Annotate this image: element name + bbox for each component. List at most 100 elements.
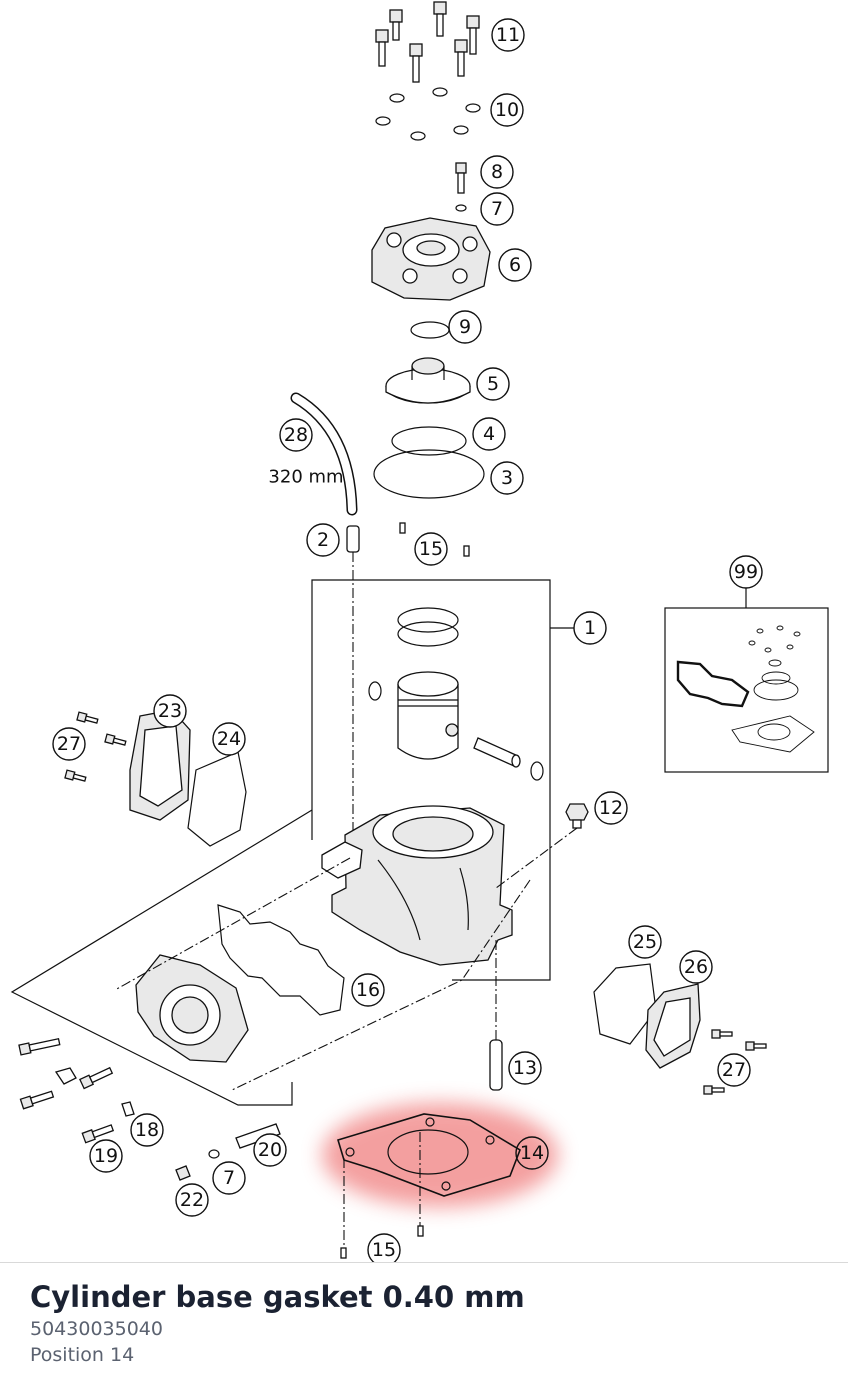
seal-ring-large[interactable] bbox=[373, 449, 485, 499]
exploded-parts-diagram: 320 mm 11 10 8 7 6 9 5 4 3 28 2 15 1 99 … bbox=[10, 1, 829, 1262]
svg-text:26: 26 bbox=[684, 956, 708, 978]
part-position: Position 14 bbox=[30, 1344, 135, 1366]
divider bbox=[0, 1262, 848, 1263]
callout-9[interactable]: 9 bbox=[448, 310, 482, 344]
svg-text:7: 7 bbox=[491, 198, 503, 220]
callout-6[interactable]: 6 bbox=[498, 248, 532, 282]
svg-text:2: 2 bbox=[317, 529, 329, 551]
gasket-kit-box[interactable] bbox=[664, 586, 829, 773]
svg-text:16: 16 bbox=[356, 979, 380, 1001]
circlip[interactable] bbox=[530, 761, 544, 781]
dowel-pin[interactable] bbox=[399, 522, 406, 534]
callout-7[interactable]: 7 bbox=[480, 192, 514, 226]
hose-fitting[interactable] bbox=[175, 1123, 281, 1181]
svg-text:27: 27 bbox=[722, 1059, 746, 1081]
svg-text:24: 24 bbox=[217, 728, 241, 750]
callout-19[interactable]: 19 bbox=[89, 1139, 123, 1173]
callout-20[interactable]: 20 bbox=[253, 1133, 287, 1167]
svg-text:5: 5 bbox=[487, 373, 499, 395]
cover-screws-right[interactable] bbox=[703, 1029, 767, 1095]
callout-22[interactable]: 22 bbox=[175, 1183, 209, 1217]
callout-12[interactable]: 12 bbox=[594, 791, 628, 825]
svg-text:1: 1 bbox=[584, 617, 596, 639]
callout-26[interactable]: 26 bbox=[679, 950, 713, 984]
washers[interactable] bbox=[375, 87, 481, 141]
callout-11[interactable]: 11 bbox=[491, 18, 525, 52]
callout-4[interactable]: 4 bbox=[472, 417, 506, 451]
svg-text:14: 14 bbox=[520, 1142, 544, 1164]
svg-text:13: 13 bbox=[513, 1057, 537, 1079]
svg-text:9: 9 bbox=[459, 316, 471, 338]
callout-7b[interactable]: 7 bbox=[212, 1161, 246, 1195]
callout-5[interactable]: 5 bbox=[476, 367, 510, 401]
piston-ring[interactable] bbox=[397, 621, 459, 647]
svg-text:12: 12 bbox=[599, 797, 623, 819]
svg-text:8: 8 bbox=[491, 161, 503, 183]
svg-text:18: 18 bbox=[135, 1119, 159, 1141]
head-screw[interactable] bbox=[455, 162, 467, 212]
svg-text:99: 99 bbox=[734, 561, 758, 583]
head-insert[interactable] bbox=[385, 357, 471, 404]
part-number: 50430035040 bbox=[30, 1318, 163, 1340]
piston[interactable] bbox=[397, 671, 459, 760]
o-ring[interactable] bbox=[410, 321, 450, 339]
callout-1[interactable]: 1 bbox=[573, 611, 607, 645]
callout-25[interactable]: 25 bbox=[628, 925, 662, 959]
intake-bolts[interactable] bbox=[18, 1037, 135, 1144]
callout-23[interactable]: 23 bbox=[153, 694, 187, 728]
svg-text:6: 6 bbox=[509, 254, 521, 276]
svg-text:4: 4 bbox=[483, 423, 495, 445]
callout-99[interactable]: 99 bbox=[729, 555, 763, 589]
svg-text:23: 23 bbox=[158, 700, 182, 722]
hose-length-label: 320 mm bbox=[268, 467, 343, 488]
cylinder-base-gasket[interactable] bbox=[337, 1113, 521, 1259]
callout-3[interactable]: 3 bbox=[490, 461, 524, 495]
callout-14[interactable]: 14 bbox=[515, 1136, 549, 1170]
callout-24[interactable]: 24 bbox=[212, 722, 246, 756]
callout-2[interactable]: 2 bbox=[306, 523, 340, 557]
svg-text:11: 11 bbox=[496, 24, 520, 46]
exhaust-valve-cover[interactable] bbox=[129, 709, 191, 821]
dowel-pin[interactable] bbox=[463, 545, 470, 557]
exhaust-cover-right[interactable] bbox=[645, 983, 701, 1069]
bleed-nipple[interactable] bbox=[346, 525, 360, 840]
intake-bracket bbox=[10, 809, 313, 1106]
svg-text:25: 25 bbox=[633, 931, 657, 953]
callout-15[interactable]: 15 bbox=[414, 532, 448, 566]
cylinder[interactable] bbox=[321, 805, 513, 966]
intake-reed-block[interactable] bbox=[135, 954, 249, 1063]
intake-axis bbox=[114, 857, 531, 1091]
callout-8[interactable]: 8 bbox=[480, 155, 514, 189]
svg-text:10: 10 bbox=[495, 99, 519, 121]
callout-10[interactable]: 10 bbox=[490, 93, 524, 127]
callout-16[interactable]: 16 bbox=[351, 973, 385, 1007]
cover-screws[interactable] bbox=[64, 711, 127, 783]
svg-text:27: 27 bbox=[57, 733, 81, 755]
cover-gasket[interactable] bbox=[187, 751, 247, 847]
piston-ring[interactable] bbox=[397, 607, 459, 633]
svg-text:15: 15 bbox=[419, 538, 443, 560]
callout-27b[interactable]: 27 bbox=[717, 1053, 751, 1087]
cover-gasket-right[interactable] bbox=[593, 963, 657, 1045]
callout-27[interactable]: 27 bbox=[52, 727, 86, 761]
callout-28[interactable]: 28 bbox=[279, 418, 313, 452]
callout-15b[interactable]: 15 bbox=[367, 1233, 401, 1262]
cylinder-head-bolts[interactable] bbox=[375, 1, 480, 83]
seal-ring-small[interactable] bbox=[391, 426, 467, 456]
svg-text:20: 20 bbox=[258, 1139, 282, 1161]
circlip[interactable] bbox=[368, 681, 382, 701]
svg-text:22: 22 bbox=[180, 1189, 204, 1211]
svg-text:19: 19 bbox=[94, 1145, 118, 1167]
callout-13[interactable]: 13 bbox=[508, 1051, 542, 1085]
part-title: Cylinder base gasket 0.40 mm bbox=[30, 1280, 525, 1314]
cylinder-nut[interactable] bbox=[565, 803, 589, 829]
cylinder-head[interactable] bbox=[371, 217, 491, 301]
piston-pin[interactable] bbox=[473, 737, 521, 768]
callout-18[interactable]: 18 bbox=[130, 1113, 164, 1147]
cylinder-stud[interactable] bbox=[489, 940, 503, 1091]
reed-gasket[interactable] bbox=[217, 904, 345, 1016]
svg-text:3: 3 bbox=[501, 467, 513, 489]
part-info-panel: Cylinder base gasket 0.40 mm 50430035040… bbox=[30, 1278, 525, 1368]
svg-text:15: 15 bbox=[372, 1239, 396, 1261]
selected-part-highlight bbox=[322, 1103, 558, 1207]
